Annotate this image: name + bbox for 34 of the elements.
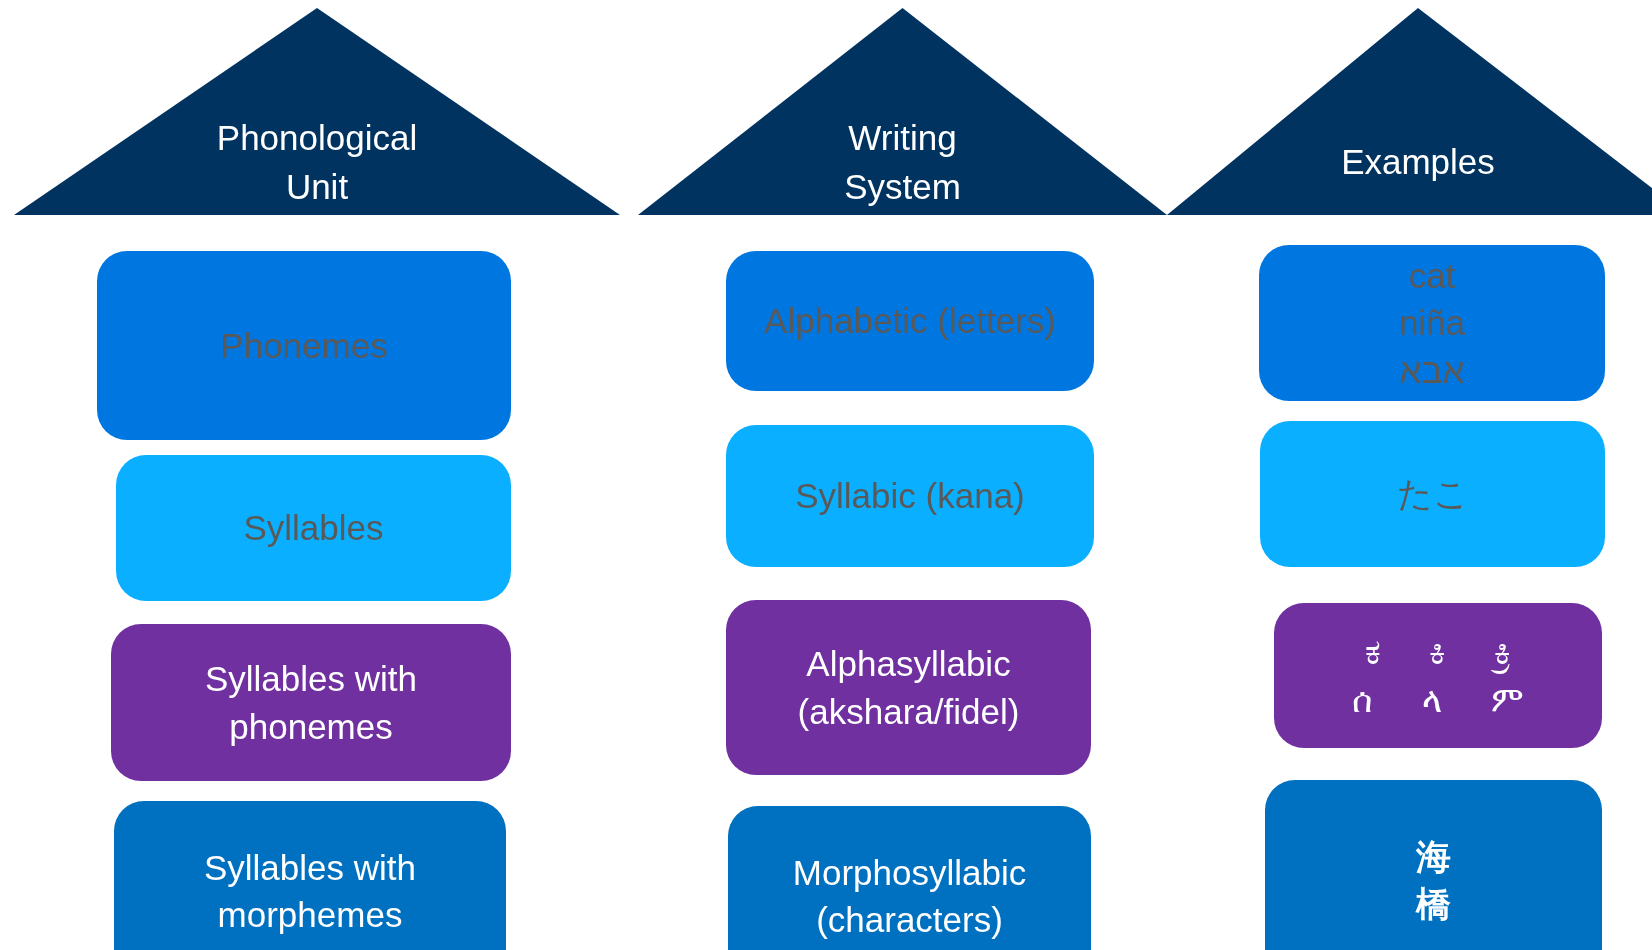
header-triangle <box>638 8 1167 215</box>
box-text: 海 <box>1416 835 1451 878</box>
box-text: niña <box>1398 302 1466 345</box>
rounded-box <box>114 801 506 950</box>
box-text: 橋 <box>1416 883 1451 925</box>
rounded-box <box>1274 603 1602 748</box>
box-text: Syllables <box>243 507 384 550</box>
box-text: Syllabic (kana) <box>795 475 1025 518</box>
rounded-box <box>728 806 1091 950</box>
rounded-box <box>1259 245 1605 401</box>
box-text: Syllables with morphemes <box>202 846 417 936</box>
box-text: たこ <box>1396 473 1469 516</box>
header-text: Writing System <box>843 116 962 208</box>
box-text: ಕ ಕಿ ಕ್ರಿ <box>1364 631 1512 676</box>
box-text: Alphabetic (letters) <box>764 300 1056 343</box>
box-text: Syllables with phonemes <box>203 658 418 748</box>
rounded-box <box>97 251 511 440</box>
header-triangle <box>14 8 620 215</box>
rounded-box <box>1265 780 1602 950</box>
rounded-box <box>726 251 1094 391</box>
rounded-box <box>116 455 511 601</box>
box-text: cat <box>1408 255 1456 298</box>
box-text: אבא <box>1399 349 1465 392</box>
box-text: Phonemes <box>220 324 388 367</box>
header-text: Phonological Unit <box>215 116 419 208</box>
header-triangle <box>1167 8 1652 215</box>
rounded-box <box>726 600 1091 775</box>
rounded-box <box>111 624 511 781</box>
box-text: ሰ ላ ም <box>1352 678 1524 721</box>
rounded-box <box>726 425 1094 567</box>
box-text: Morphosyllabic (characters) <box>791 851 1028 941</box>
rounded-box <box>1260 421 1605 567</box>
box-text: Alphasyllabic (akshara/fidel) <box>796 643 1021 733</box>
header-text: Examples <box>1341 141 1495 183</box>
